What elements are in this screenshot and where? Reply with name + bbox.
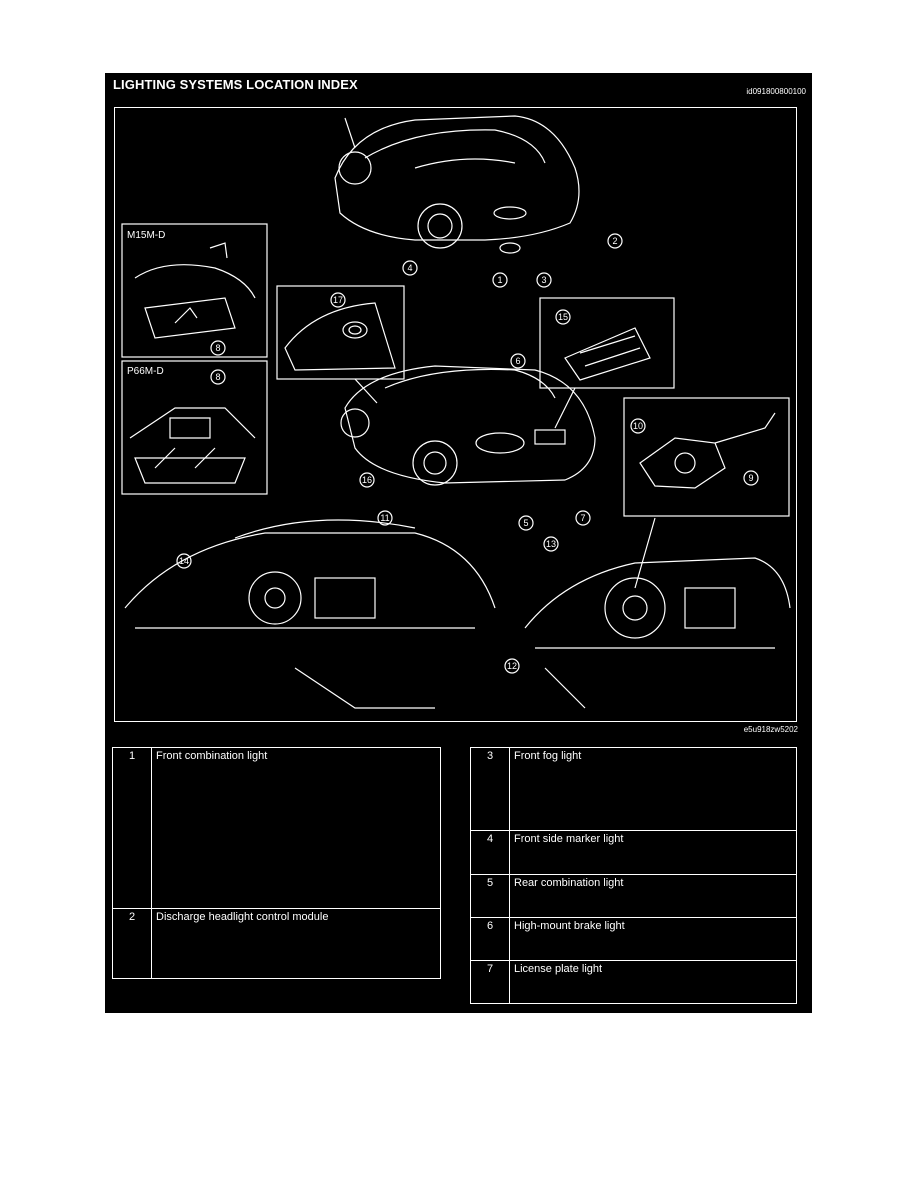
callout-12: 12	[504, 658, 520, 674]
diagram-illustration: 1 2 3 4 5 6 7 8 8 9 10 11 12 13 14 15 16…	[121, 115, 791, 709]
legend-number: 2	[112, 908, 152, 979]
table-row: 6 High-mount brake light	[470, 917, 797, 961]
inset-m15m-frame	[121, 223, 268, 358]
svg-text:4: 4	[407, 263, 412, 273]
callout-8-p66m: 8	[210, 369, 226, 385]
table-row: 3 Front fog light	[470, 747, 797, 831]
callout-2: 2	[607, 233, 623, 249]
inset-p66m-frame	[121, 360, 268, 495]
svg-text:17: 17	[333, 295, 343, 305]
table-row: 4 Front side marker light	[470, 830, 797, 875]
inset-switch-drawing	[639, 412, 776, 489]
svg-text:16: 16	[362, 475, 372, 485]
inset-switch-frame	[623, 397, 790, 517]
callout-7: 7	[575, 510, 591, 526]
callout-14: 14	[176, 553, 192, 569]
callout-4: 4	[402, 260, 418, 276]
legend-label: License plate light	[509, 960, 797, 1004]
legend-number: 1	[112, 747, 152, 909]
table-row: 1 Front combination light	[112, 747, 441, 909]
table-row: 7 License plate light	[470, 960, 797, 1004]
svg-text:9: 9	[748, 473, 753, 483]
svg-text:10: 10	[633, 421, 643, 431]
callout-3: 3	[536, 272, 552, 288]
callout-11: 11	[377, 510, 393, 526]
svg-text:3: 3	[541, 275, 546, 285]
callout-1: 1	[492, 272, 508, 288]
table-row: 5 Rear combination light	[470, 874, 797, 918]
document-page: LIGHTING SYSTEMS LOCATION INDEX id091800…	[105, 73, 812, 1013]
front-car-drawing	[334, 115, 580, 254]
svg-text:7: 7	[580, 513, 585, 523]
svg-text:8: 8	[215, 372, 220, 382]
location-diagram: 1 2 3 4 5 6 7 8 8 9 10 11 12 13 14 15 16…	[114, 107, 797, 722]
callout-16: 16	[359, 472, 375, 488]
callout-5: 5	[518, 515, 534, 531]
svg-text:5: 5	[523, 518, 528, 528]
interior-left-drawing	[124, 519, 496, 709]
inset-p66m-drawing	[129, 407, 256, 484]
callout-13: 13	[543, 536, 559, 552]
inset-label-p66m: P66M-D	[127, 366, 164, 377]
svg-text:8: 8	[215, 343, 220, 353]
legend-label: Discharge headlight control module	[151, 908, 441, 979]
legend-number: 4	[470, 830, 510, 875]
callout-15: 15	[555, 309, 571, 325]
legend-number: 3	[470, 747, 510, 831]
legend-label: Rear combination light	[509, 874, 797, 918]
svg-text:11: 11	[380, 513, 389, 523]
legend-label: High-mount brake light	[509, 917, 797, 961]
callout-10: 10	[630, 418, 646, 434]
svg-text:15: 15	[558, 312, 568, 322]
figure-id-bottom: e5u918zw5202	[743, 725, 798, 734]
callout-9: 9	[743, 470, 759, 486]
pointer-line	[354, 378, 378, 404]
page-title: LIGHTING SYSTEMS LOCATION INDEX	[113, 77, 358, 92]
inset-15-frame	[539, 297, 675, 389]
svg-text:6: 6	[515, 356, 520, 366]
inset-m15m-drawing	[134, 242, 256, 339]
legend-number: 7	[470, 960, 510, 1004]
rear-car-drawing	[340, 365, 596, 486]
svg-text:13: 13	[546, 539, 556, 549]
svg-text:14: 14	[179, 556, 189, 566]
callout-17: 17	[330, 292, 346, 308]
legend-label: Front fog light	[509, 747, 797, 831]
pointer-line	[634, 517, 656, 589]
svg-text:12: 12	[507, 661, 517, 671]
pointer-line	[554, 387, 576, 429]
inset-15-drawing	[564, 327, 651, 381]
svg-text:1: 1	[497, 275, 502, 285]
callout-6: 6	[510, 353, 526, 369]
legend-number: 5	[470, 874, 510, 918]
legend-table-right: 3 Front fog light 4 Front side marker li…	[470, 747, 797, 1004]
inset-label-m15m: M15M-D	[127, 230, 165, 241]
inset-17-drawing	[284, 302, 396, 371]
legend-label: Front side marker light	[509, 830, 797, 875]
legend-number: 6	[470, 917, 510, 961]
svg-text:2: 2	[612, 236, 617, 246]
table-row: 2 Discharge headlight control module	[112, 908, 441, 979]
interior-right-drawing	[524, 557, 791, 709]
legend-table-left: 1 Front combination light 2 Discharge he…	[112, 747, 441, 979]
inset-17-frame	[276, 285, 405, 380]
figure-id-top: id091800800100	[746, 87, 806, 96]
callout-8-m15m: 8	[210, 340, 226, 356]
legend-label: Front combination light	[151, 747, 441, 909]
